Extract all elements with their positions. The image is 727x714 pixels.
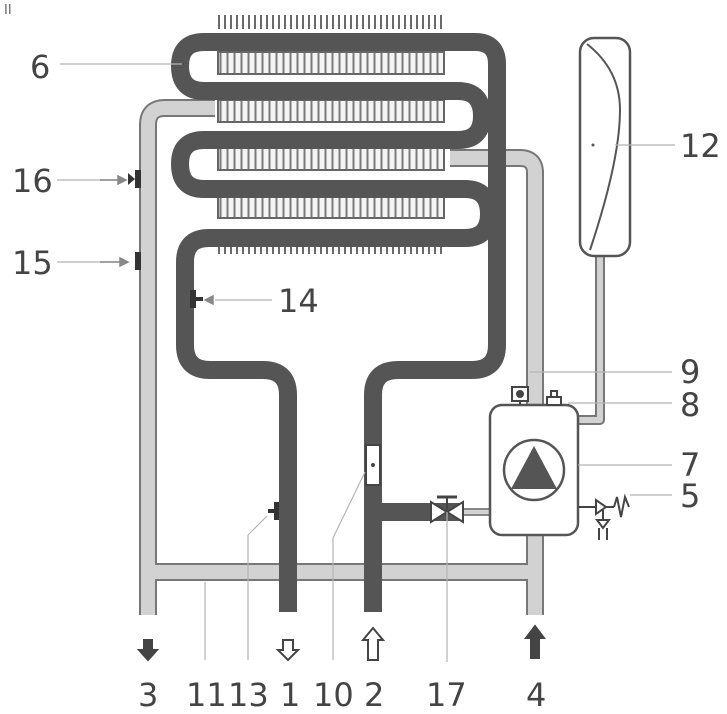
arrow-3-down: [136, 639, 160, 662]
corner-mark: II: [4, 3, 12, 18]
arrow-2-up: [360, 626, 386, 661]
label-9: 9: [680, 353, 700, 391]
label-15: 15: [12, 244, 53, 282]
label-11: 11: [186, 676, 227, 714]
labels: 6 16 15 14 12 9 8 7 5 3 11 13 1 10 2 17 …: [12, 48, 721, 714]
sensor-15: [135, 252, 141, 270]
label-3: 3: [138, 676, 158, 714]
fin-block: [217, 51, 445, 75]
label-5: 5: [680, 477, 700, 515]
leader-13: [247, 515, 268, 536]
expansion-vessel: [578, 36, 632, 258]
secondary-circuit: [139, 99, 605, 615]
sensor-14: [190, 290, 196, 308]
label-10: 10: [313, 676, 354, 714]
heat-exchanger: [215, 15, 445, 254]
label-13: 13: [228, 676, 269, 714]
label-17: 17: [426, 676, 467, 714]
sensor-13: [274, 502, 279, 520]
label-2: 2: [364, 676, 384, 714]
sensors: [128, 170, 279, 520]
fin-strip-top: [215, 15, 445, 29]
air-vent-8: [546, 396, 562, 406]
safety-valve: [578, 493, 630, 540]
pump-triangle: [511, 446, 557, 489]
pump-housing: [488, 403, 580, 537]
label-6: 6: [30, 48, 50, 86]
sensor-16: [135, 170, 141, 188]
fin-block: [217, 99, 445, 123]
label-14: 14: [278, 282, 319, 320]
label-7: 7: [680, 446, 700, 484]
arrow-4-up: [524, 624, 546, 659]
leader-10: [332, 471, 366, 539]
label-8: 8: [680, 386, 700, 424]
fin-block: [217, 195, 445, 219]
label-1: 1: [280, 676, 300, 714]
label-16: 16: [12, 162, 53, 200]
arrow-1-down: [275, 639, 301, 662]
air-vents: [511, 386, 562, 406]
valve-17: [430, 495, 490, 524]
fin-block: [217, 147, 445, 171]
label-4: 4: [526, 676, 546, 714]
label-12: 12: [680, 127, 721, 165]
connection-arrows: [136, 624, 546, 662]
